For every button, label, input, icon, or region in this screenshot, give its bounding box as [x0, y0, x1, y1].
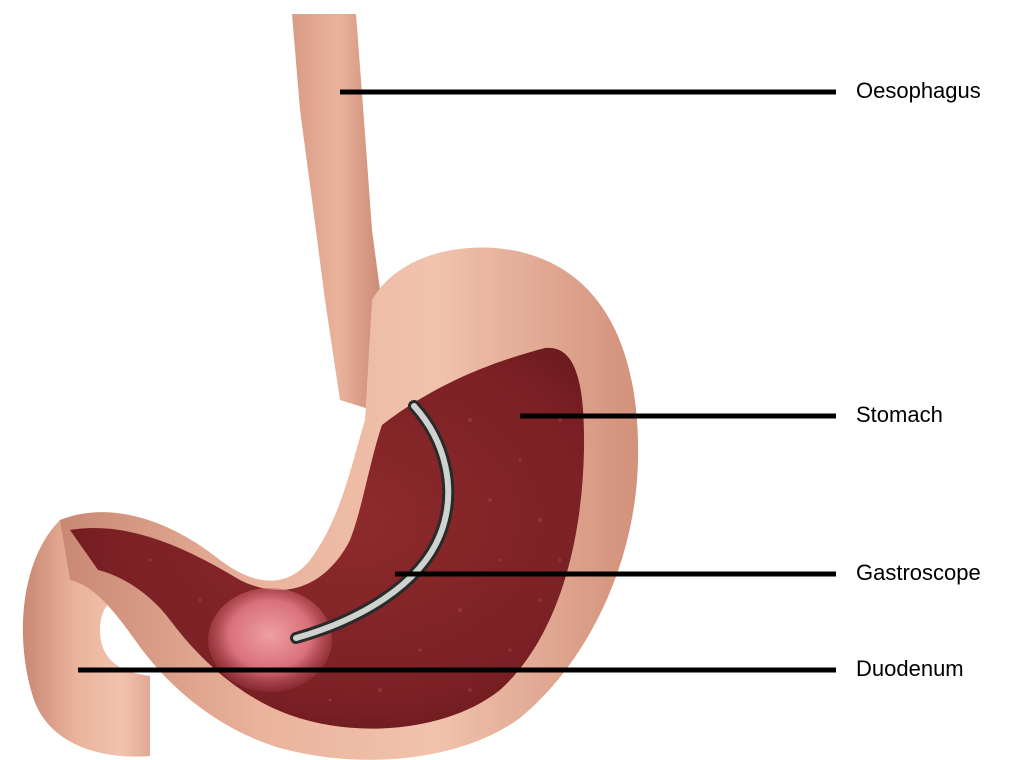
- oesophagus-label: Oesophagus: [856, 80, 981, 102]
- gastroscope-label: Gastroscope: [856, 562, 981, 584]
- stomach-label: Stomach: [856, 404, 943, 426]
- pylorus: [208, 588, 332, 692]
- duodenum-label: Duodenum: [856, 658, 964, 680]
